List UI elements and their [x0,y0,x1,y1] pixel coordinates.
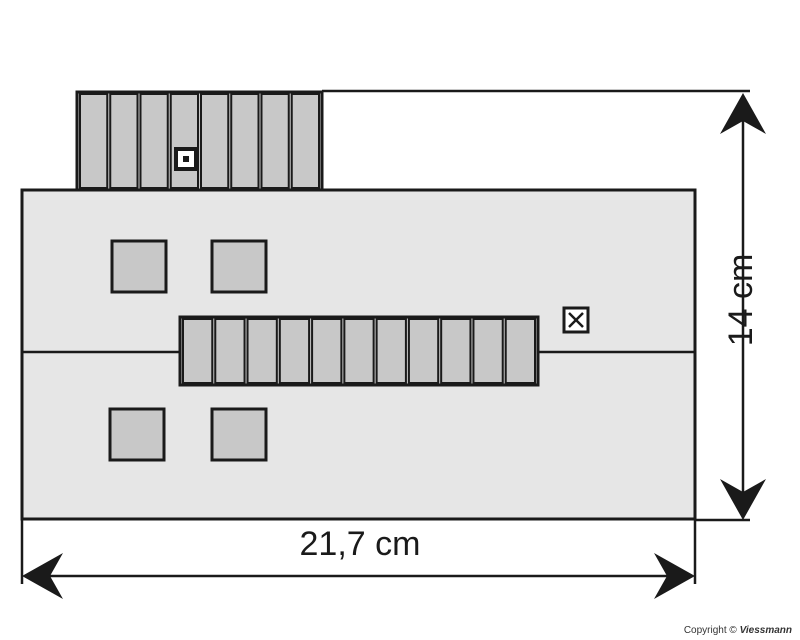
roof-extension-slat [230,93,260,189]
roof-extension-slat [290,93,320,189]
roof-extension-slat [109,93,139,189]
height-dimension: 14 cm [720,93,766,520]
ridge-vent-slat [311,318,343,384]
roof-extension-slat [200,93,230,189]
exhaust-box-cross [568,312,584,328]
copyright-notice: Copyright © Viessmann [684,625,792,636]
width-arrow-right-icon [654,553,695,599]
height-dimension-label: 14 cm [722,254,760,347]
width-dimension: 21,7 cm [22,525,695,599]
ridge-vent-slat [407,318,440,384]
height-arrow-down-icon [720,479,766,520]
roof-extension-slat [139,93,169,189]
roof-extension-slat [79,93,109,189]
ridge-vent-slat [440,318,472,384]
copyright-prefix: Copyright © [683,625,737,636]
roof-extension [75,90,324,192]
roof-extension-vent-center [183,156,189,162]
ridge-vent-slat [246,318,278,384]
copyright-brand: Viessmann [739,625,792,636]
width-dimension-label: 21,7 cm [300,525,421,563]
ridge-vent-slat [214,318,246,384]
exhaust-box [562,306,590,334]
skylights [108,239,268,462]
roof-extension-slat [169,93,199,189]
roof-extension-slats [79,93,320,189]
skylight [210,239,268,294]
skylight [210,407,268,462]
skylight [108,407,166,462]
ridge-vent-slat [343,318,375,384]
skylight [110,239,168,294]
height-arrow-up-icon [720,93,766,134]
ridge-vent-slats [182,318,536,384]
roof-extension-slat [260,93,290,189]
ridge-vent-slat [182,318,214,384]
ridge-vent-slat [375,318,407,384]
width-arrow-left-icon [22,553,63,599]
ridge-vent-slat [504,318,536,384]
ridge-vent-slat [278,318,311,384]
ridge-vent-slat [472,318,504,384]
ridge-vent [178,315,540,387]
